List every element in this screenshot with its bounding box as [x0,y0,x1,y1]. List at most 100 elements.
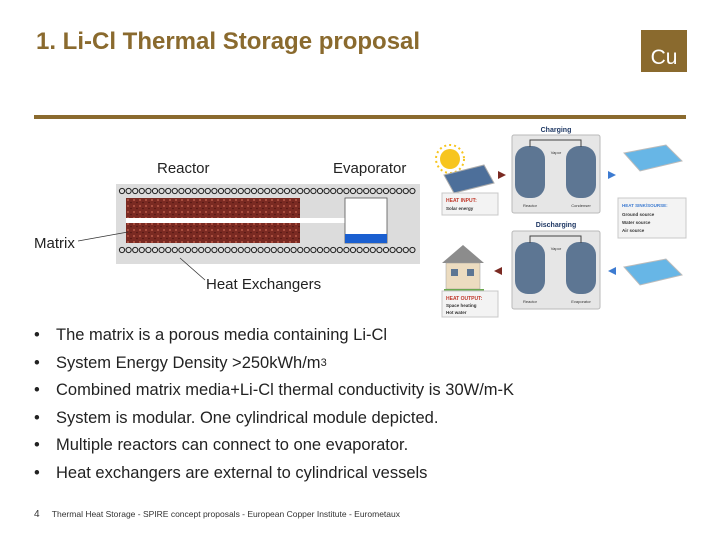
matrix-label: Matrix [34,235,75,252]
source-in-arrow [608,267,616,275]
coil-ring [165,187,172,195]
coil-ring [356,187,363,195]
charging-reactor-vessel [515,146,545,198]
matrix-pointer [77,231,129,242]
discharging-vapor-pipe [529,235,582,243]
reactor-matrix-bottom [126,222,300,243]
coil-ring [191,246,198,254]
coil-ring [343,246,350,254]
coil-ring [118,187,126,195]
coil-ring [297,187,304,195]
heat-output-box [441,290,499,318]
coil-ring [409,187,416,195]
charging-vapor-label: Vapor [551,150,562,155]
discharging-reactor-vessel [515,242,545,294]
bullet-superscript: 3 [320,356,327,369]
coil-ring [376,187,383,195]
coil-ring [237,187,244,195]
coil-ring [151,187,159,195]
slide-footer: 4 Thermal Heat Storage - SPIRE concept p… [34,509,400,520]
coil-ring [178,246,185,254]
coil-ring [244,246,251,254]
coil-ring [257,246,264,254]
reactor-matrix-top [126,198,300,219]
coil-ring [231,246,238,254]
coil-ring [316,246,324,254]
coil-ring [198,246,205,254]
coil-ring [376,246,383,254]
bullet-item: •Multiple reactors can connect to one ev… [34,432,694,460]
coil-ring [290,246,297,254]
coil-ring [277,246,284,254]
sink-out-arrow [608,171,616,179]
coil-ring [323,187,330,195]
reactor-diagram: Reactor Evaporator Matrix Heat Exchanger… [30,150,420,300]
bullet-item: •The matrix is a porous media containing… [34,322,694,350]
bullet-text: System Energy Density >250kWh/m [56,353,321,372]
bullet-text: The matrix is a porous media containing … [56,326,388,344]
heat-sink-item: Ground source [622,212,655,217]
coil-ring [257,187,264,195]
heat-sink-item: Water source [622,220,651,225]
coil-ring [316,187,324,195]
bullet-text: Multiple reactors can connect to one eva… [56,436,409,454]
coil-ring [363,187,370,195]
coil-ring [349,187,357,195]
bullet-item: •System is modular. One cylindrical modu… [34,405,694,433]
heat-output-arrow [494,267,502,275]
footer-text: Thermal Heat Storage - SPIRE concept pro… [51,509,400,519]
heat-output-item: Space heating [446,303,477,308]
coil-ring [171,187,178,195]
coil-ring [132,246,139,254]
coil-ring [290,187,297,195]
heat-exchanger-pointer [179,257,206,281]
coil-ring [250,187,258,195]
bullet-item: •Combined matrix media+Li-Cl thermal con… [34,377,694,405]
coil-ring [145,246,152,254]
coil-ring [178,187,185,195]
coil-ring [402,246,409,254]
coil-ring [270,246,277,254]
coil-ring [270,187,277,195]
coil-ring [396,246,403,254]
coil-ring [363,246,370,254]
coil-ring [244,187,251,195]
coil-ring [217,187,225,195]
coil-ring [330,187,337,195]
cycle-graphic: Charging Discharging Vapor Vapor Reactor… [435,127,687,318]
charging-condenser-vessel [566,146,596,198]
heat-output-title: HEAT OUTPUT: [446,296,483,302]
coil-ring [382,187,390,195]
vapor-pipe [300,218,345,223]
house-icon [442,245,484,293]
coil-ring [217,246,225,254]
coil-ring [356,246,363,254]
bullet-text: System is modular. One cylindrical modul… [56,408,439,427]
coil-ring [369,246,376,254]
coil-ring [171,246,178,254]
coil-ring [224,246,231,254]
coil-ring [138,246,145,254]
coil-ring [211,246,218,254]
evaporator-label: Evaporator [333,160,407,177]
coil-ring [389,246,396,254]
coil-ring [382,246,390,254]
coil-ring [277,187,284,195]
coil-ring [198,187,205,195]
vapor-channel [126,218,300,223]
coil-ring [250,246,258,254]
charging-title: Charging [541,127,572,134]
discharging-vapor-label: Vapor [551,246,562,251]
heat-input-arrow [498,171,506,179]
bullet-text: Heat exchangers are external to cylindri… [56,463,428,482]
coil-ring [125,246,132,254]
discharging-evaporator-vessel [566,242,596,294]
heat-exchangers-label: Heat Exchangers [206,276,322,293]
discharging-reactor-label: Reactor [523,299,538,304]
coil-ring [336,246,343,254]
coil-ring [204,187,211,195]
solar-panel-icon [443,164,495,194]
heat-input-title: HEAT INPUT: [446,198,477,204]
coil-ring [184,246,192,254]
